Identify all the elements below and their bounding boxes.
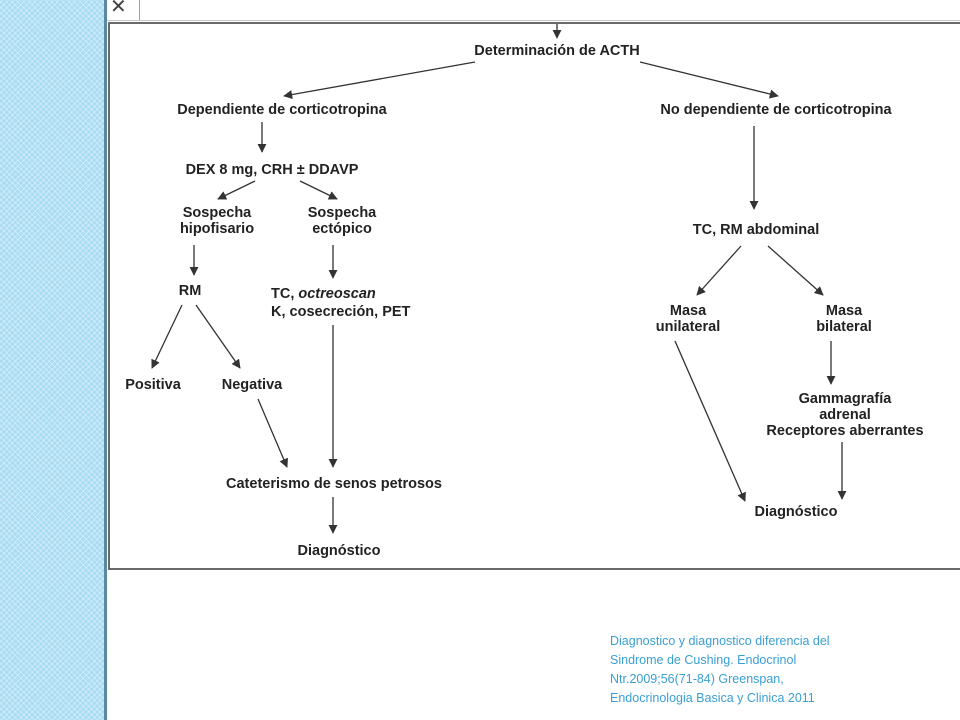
node-determinacion-acth: Determinación de ACTH [474,43,639,59]
node-sospecha-ectopico-line2: ectópico [312,221,372,237]
nodes: Determinación de ACTH Dependiente de cor… [125,43,923,559]
node-cateterismo: Cateterismo de senos petrosos [226,476,442,492]
node-diagnostico-left: Diagnóstico [298,543,381,559]
node-dependiente: Dependiente de corticotropina [177,102,387,118]
reference-caption: Diagnostico y diagnostico diferencia del… [610,632,910,708]
caption-line: Sindrome de Cushing. Endocrinol [610,653,797,667]
edge-rm-positiva [151,304,183,369]
caption-line: Diagnostico y diagnostico diferencia del [610,634,830,648]
decorative-side-strip [0,0,104,720]
edge-rm-negativa [195,304,241,369]
node-tc-octreoscan-line1: TC, octreoscan [271,286,376,302]
node-masa-bilateral-line1: Masa [826,303,863,319]
node-gammagrafia-line3: Receptores aberrantes [766,423,923,439]
node-tc-prefix: TC, [271,286,298,302]
node-tc-rm-abdominal: TC, RM abdominal [693,222,819,238]
node-masa-unilateral-line1: Masa [670,303,707,319]
node-masa-unilateral-line2: unilateral [656,319,720,335]
node-gammagrafia-line2: adrenal [819,407,871,423]
node-negativa: Negativa [222,377,283,393]
node-no-dependiente: No dependiente de corticotropina [660,102,892,118]
edge-tcrm-uni [696,245,742,296]
close-icon[interactable]: ✕ [110,0,127,18]
node-tc-octreoscan: octreoscan [298,286,376,302]
edge-negativa-cateterismo [257,398,288,468]
edge-tcrm-bi [767,245,824,296]
edge-uni-diag [674,340,746,502]
side-strip-edge [104,0,107,720]
caption-line: Endocrinologia Basica y Clinica 2011 [610,691,815,705]
edge-dex-ecto [299,180,338,200]
node-masa-bilateral-line2: bilateral [816,319,872,335]
node-sospecha-hipofisario-line2: hipofisario [180,221,254,237]
node-positiva: Positiva [125,377,182,393]
node-rm: RM [179,283,202,299]
diagram-frame [108,22,960,570]
node-diagnostico-right: Diagnóstico [755,504,838,520]
node-sospecha-hipofisario-line1: Sospecha [183,205,252,221]
toolbar-separator [139,0,140,20]
edge-dex-hipo [217,180,256,200]
toolbar-strip [107,0,960,21]
edges [151,24,847,534]
node-tc-octreoscan-line2: K, cosecreción, PET [271,304,411,320]
edge-acth-nodep [639,61,779,99]
node-dex: DEX 8 mg, CRH ± DDAVP [186,162,359,178]
caption-line: Ntr.2009;56(71-84) Greenspan, [610,672,784,686]
node-sospecha-ectopico-line1: Sospecha [308,205,377,221]
node-gammagrafia-line1: Gammagrafía [799,391,893,407]
edge-acth-dep [283,61,476,100]
